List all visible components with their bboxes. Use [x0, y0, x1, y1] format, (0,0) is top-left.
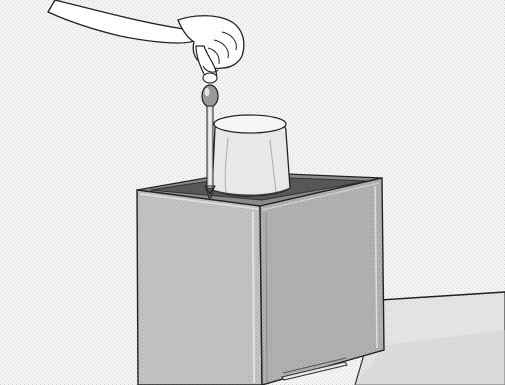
foam-insert-icon — [212, 115, 290, 196]
box-icon — [137, 172, 384, 385]
